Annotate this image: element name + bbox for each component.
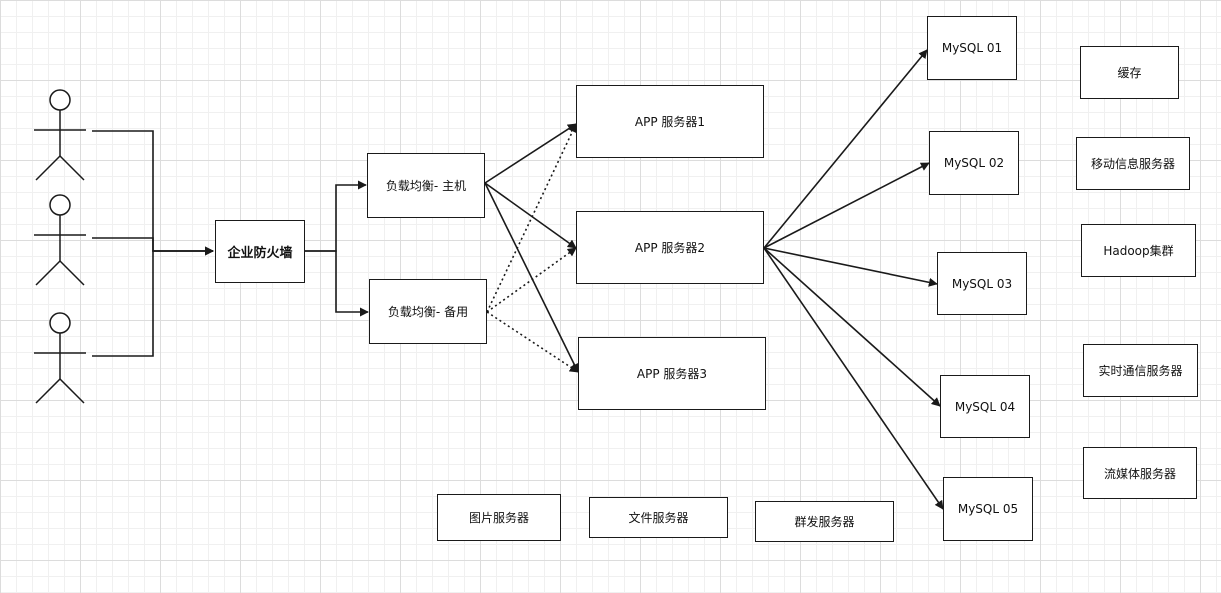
mysql2-node: MySQL 02 [929, 131, 1019, 195]
edge-lb_backup-to-app3 [486, 311, 579, 373]
edge-firewall-to-lb_main [305, 180, 367, 252]
lb-main-node: 负载均衡- 主机 [367, 153, 485, 218]
mysql4-node: MySQL 04 [940, 375, 1030, 438]
edge-app2-to-mysql4 [763, 247, 941, 407]
app1-node: APP 服务器1 [576, 85, 764, 158]
edge-app2-to-mysql5 [763, 247, 944, 510]
mysql5-node: MySQL 05 [943, 477, 1033, 541]
streaming-node: 流媒体服务器 [1083, 447, 1197, 499]
edge-user2-to-firewall [92, 237, 214, 256]
edge-app2-to-mysql1 [763, 49, 928, 249]
mysql3-node: MySQL 03 [937, 252, 1027, 315]
cache-node: 缓存 [1080, 46, 1179, 99]
edge-lb_main-to-app2 [484, 182, 577, 249]
user2-actor [34, 194, 86, 286]
app3-node: APP 服务器3 [578, 337, 766, 410]
edge-lb_main-to-app1 [484, 123, 577, 184]
app2-node: APP 服务器2 [576, 211, 764, 284]
edge-firewall-to-lb_backup [305, 250, 369, 317]
image-server-node: 图片服务器 [437, 494, 561, 541]
edge-lb_backup-to-app2 [486, 247, 577, 313]
realtime-node: 实时通信服务器 [1083, 344, 1198, 397]
hadoop-node: Hadoop集群 [1081, 224, 1196, 277]
mobile-msg-node: 移动信息服务器 [1076, 137, 1190, 190]
edge-app2-to-mysql2 [763, 162, 930, 249]
edge-user3-to-firewall [92, 246, 214, 357]
lb-backup-node: 负载均衡- 备用 [369, 279, 487, 344]
user1-actor [34, 89, 86, 181]
user3-actor [34, 312, 86, 404]
edge-user1-to-firewall [92, 130, 214, 256]
mysql1-node: MySQL 01 [927, 16, 1017, 80]
firewall-node: 企业防火墙 [215, 220, 305, 283]
edge-lb_main-to-app3 [484, 182, 579, 373]
file-server-node: 文件服务器 [589, 497, 728, 538]
edge-app2-to-mysql3 [763, 247, 938, 287]
mass-server-node: 群发服务器 [755, 501, 894, 542]
